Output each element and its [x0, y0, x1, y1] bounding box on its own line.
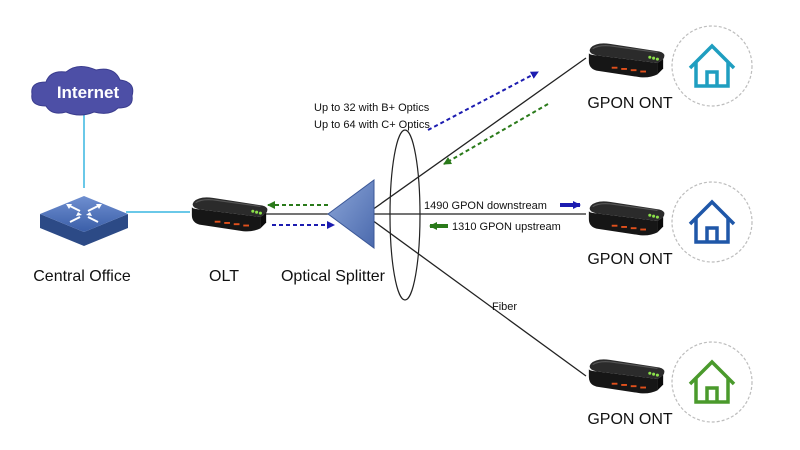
- downstream-label: 1490 GPON downstream: [424, 200, 547, 212]
- splitter-note-1: Up to 32 with B+ Optics: [314, 102, 430, 114]
- ont1-downstream-arrow: [427, 71, 539, 131]
- router-icon: [40, 196, 128, 246]
- ont1-upstream-arrow: [443, 103, 549, 165]
- house-icon-1: [671, 25, 753, 107]
- fiber-line-3: [371, 219, 587, 377]
- internet-label: Internet: [57, 83, 120, 102]
- optical-splitter-icon: [327, 179, 375, 249]
- olt-label: OLT: [209, 268, 239, 285]
- splitter-group-ellipse: [389, 129, 421, 301]
- upstream-label: 1310 GPON upstream: [452, 221, 561, 233]
- fiber-line-1: [371, 57, 587, 211]
- ont-label-2: GPON ONT: [587, 251, 673, 268]
- central-office-label: Central Office: [33, 268, 131, 285]
- splitter-note-2: Up to 64 with C+ Optics: [314, 119, 430, 131]
- ont-device-icon-3: [588, 358, 665, 395]
- fiber-label: Fiber: [492, 301, 517, 313]
- house-icon-2: [671, 181, 753, 263]
- ont-device-icon-1: [588, 42, 665, 79]
- internet-cloud-icon: Internet: [31, 66, 134, 116]
- olt-device-icon: [191, 196, 268, 233]
- ont-label-1: GPON ONT: [587, 95, 673, 112]
- ont-device-icon-2: [588, 200, 665, 237]
- ont-label-3: GPON ONT: [587, 411, 673, 428]
- splitter-label: Optical Splitter: [281, 268, 386, 285]
- house-icon-3: [671, 341, 753, 423]
